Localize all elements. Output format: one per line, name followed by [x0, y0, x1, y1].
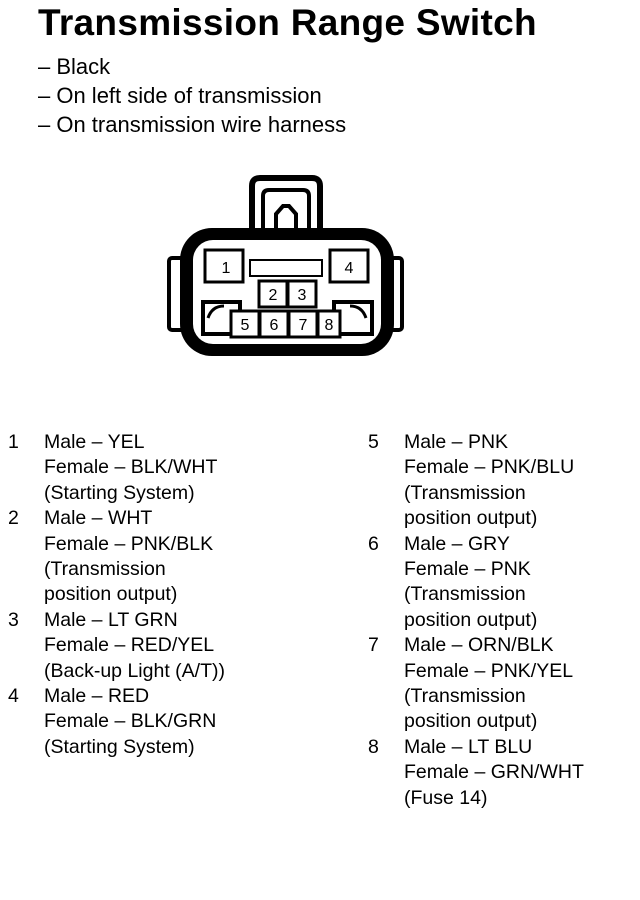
pin-male-wire: Male – LT BLU: [404, 735, 533, 758]
pin-circuit: position output): [404, 710, 538, 733]
pin-entry: 7 Male – ORN/BLK Female – PNK/YEL (Trans…: [368, 633, 584, 735]
pin-label-7: 7: [299, 317, 308, 334]
pin-entry: 8 Male – LT BLU Female – GRN/WHT (Fuse 1…: [368, 735, 584, 811]
pin-female-wire: Female – PNK/BLU: [404, 456, 575, 479]
pin-label-3: 3: [298, 287, 307, 304]
pin-number: 7: [368, 634, 379, 657]
pin-circuit: position output): [404, 507, 538, 530]
pin-circuit: (Transmission: [404, 481, 526, 504]
pin-number: 6: [368, 532, 379, 555]
pin-label-5: 5: [241, 317, 250, 334]
pin-label-6: 6: [270, 317, 279, 334]
pin-label-1: 1: [222, 260, 231, 277]
pin-label-8: 8: [325, 317, 334, 334]
pin-circuit: (Back-up Light (A/T)): [44, 659, 225, 682]
pin-number: 4: [8, 685, 19, 708]
pin-number: 5: [368, 431, 379, 453]
connector-latch: [249, 175, 323, 232]
pin-label-4: 4: [345, 260, 354, 277]
pin-cavities: [203, 248, 370, 339]
pin-number: 1: [8, 431, 19, 453]
pin-male-wire: Male – YEL: [44, 431, 145, 453]
pin-female-wire: Female – PNK/YEL: [404, 659, 574, 682]
pin-circuit: (Transmission: [404, 583, 526, 606]
pin-circuit: (Starting System): [44, 481, 195, 504]
note-location: – On left side of transmission: [38, 83, 322, 108]
pin-male-wire: Male – WHT: [44, 507, 153, 530]
pin-male-wire: Male – LT GRN: [44, 608, 178, 631]
pin-female-wire: Female – BLK/GRN: [44, 710, 217, 733]
pin-cavity-2: [257, 279, 289, 309]
pin-entry: 6 Male – GRY Female – PNK (Transmission …: [368, 532, 584, 634]
pin-female-wire: Female – PNK: [404, 558, 531, 581]
pin-female-wire: Female – PNK/BLK: [44, 532, 214, 555]
pin-label-2: 2: [269, 287, 278, 304]
pin-cavity-8: [316, 309, 342, 339]
pin-female-wire: Female – RED/YEL: [44, 634, 215, 657]
pin-cavity-7: [287, 309, 319, 339]
connector-diagram: 1 4 2 3 5 6 7 8: [167, 175, 404, 356]
pin-circuit: (Transmission: [44, 558, 166, 581]
pin-cavity-3: [286, 279, 318, 309]
pin-circuit: (Fuse 14): [404, 786, 488, 809]
pin-number: 3: [8, 608, 19, 631]
pin-male-wire: Male – RED: [44, 685, 150, 708]
pin-female-wire: Female – BLK/WHT: [44, 456, 218, 479]
pin-cavity-5: [229, 309, 261, 339]
pin-number: 2: [8, 507, 19, 530]
pin-entry: 4 Male – RED Female – BLK/GRN (Starting …: [8, 684, 225, 760]
pin-circuit: (Transmission: [404, 685, 526, 708]
pin-number: 8: [368, 735, 379, 758]
pin-male-wire: Male – PNK: [404, 431, 509, 453]
pin-female-wire: Female – GRN/WHT: [404, 761, 584, 784]
pin-list-left: 1 Male – YEL Female – BLK/WHT (Starting …: [8, 430, 225, 760]
pin-circuit: position output): [44, 583, 178, 606]
pin-circuit: position output): [404, 608, 538, 631]
pin-cavity-4: [328, 248, 370, 284]
pin-entry: 5 Male – PNK Female – PNK/BLU (Transmiss…: [368, 430, 584, 532]
pin-entry: 3 Male – LT GRN Female – RED/YEL (Back-u…: [8, 608, 225, 684]
note-color: – Black: [38, 54, 111, 79]
pin-male-wire: Male – ORN/BLK: [404, 634, 554, 657]
pin-male-wire: Male – GRY: [404, 532, 510, 555]
pin-cavity-1: [203, 248, 245, 284]
pin-circuit: (Starting System): [44, 735, 195, 758]
pin-entry: 2 Male – WHT Female – PNK/BLK (Transmiss…: [8, 506, 225, 608]
note-harness: – On transmission wire harness: [38, 112, 347, 137]
location-notes: – Black – On left side of transmission –…: [38, 52, 346, 139]
pin-cavity-6: [258, 309, 290, 339]
pin-entry: 1 Male – YEL Female – BLK/WHT (Starting …: [8, 430, 225, 506]
pin-list-right: 5 Male – PNK Female – PNK/BLU (Transmiss…: [368, 430, 584, 811]
page-title: Transmission Range Switch: [38, 2, 537, 43]
